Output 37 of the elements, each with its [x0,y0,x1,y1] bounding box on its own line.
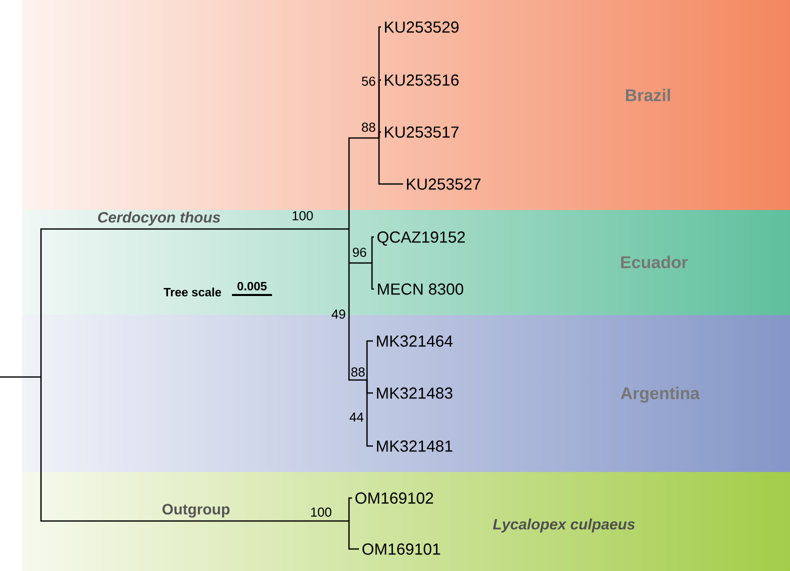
taxon-label: KU253527 [407,178,480,190]
tree-branch [40,228,349,377]
tree-branch [348,497,352,521]
support-value: 100 [311,508,332,517]
clade-label: Outgroup [162,504,230,518]
tree-branch [378,131,381,138]
scale-value: 0.005 [237,282,267,290]
support-value: 100 [292,211,313,220]
taxon-label: OM169102 [355,492,434,504]
taxon-label: KU253516 [385,74,459,86]
tree-branch [378,138,403,185]
tree-branch [348,521,359,550]
tree-branch [349,262,372,264]
scale-label: Tree scale [164,288,222,296]
taxon-label: KU253517 [385,126,458,138]
taxon-label: OM169101 [362,543,440,555]
tree-branch [371,263,374,290]
tree-branch [371,236,374,263]
support-value: 44 [350,412,364,422]
taxon-label: QCAZ19152 [377,231,465,246]
taxon-label: MK321481 [377,440,452,452]
taxon-label: MK321464 [377,335,453,347]
tree-branch [348,137,379,229]
support-value: 56 [362,76,376,86]
taxon-label: MECN 8300 [378,283,464,295]
tree-branch [348,229,350,263]
tree-branch [366,380,373,447]
tree-branch [348,263,367,381]
support-value: 88 [362,122,376,132]
taxon-label: KU253529 [385,21,459,33]
tree-branch [40,377,349,522]
taxon-label: MK321483 [377,387,452,399]
tree-branch [0,376,41,378]
support-value: 96 [352,248,366,257]
tree-branch [366,340,373,380]
clade-label: Cerdocyon thous [98,212,220,226]
support-value: 88 [351,367,365,377]
